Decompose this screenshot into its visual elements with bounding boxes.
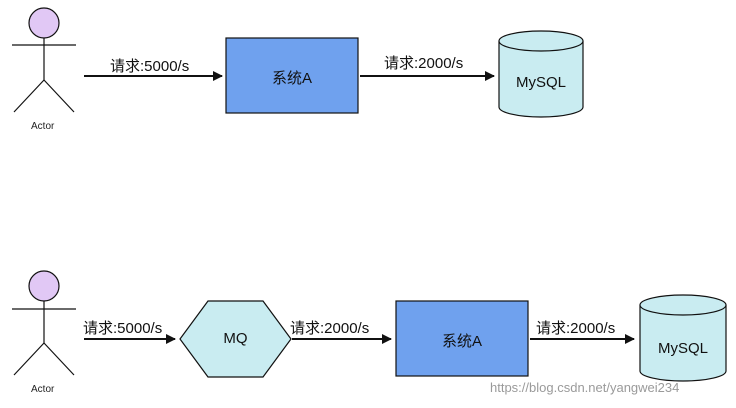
system-a-label-2: 系统A [441, 333, 482, 350]
actor-2 [12, 270, 76, 376]
mysql-label-2: MySQL [657, 340, 708, 357]
edge-1-label-row2: 请求:5000/s [83, 320, 163, 337]
mq-label: MQ [223, 330, 248, 347]
mq-hexagon [179, 300, 292, 378]
mysql-cylinder-2 [639, 294, 727, 382]
system-a-label-1: 系统A [271, 70, 312, 87]
mysql-label-1: MySQL [515, 74, 566, 91]
actor-2-label: Actor [31, 384, 55, 395]
edge-2-label-row2: 请求:2000/s [290, 320, 370, 337]
actor-1 [12, 7, 76, 113]
edge-1-label-row1: 请求:5000/s [110, 58, 190, 75]
system-a-box-1 [225, 37, 359, 114]
system-a-box-2 [395, 300, 529, 377]
actor-1-head [28, 7, 60, 39]
mysql-cylinder-1 [498, 30, 584, 118]
actor-1-label: Actor [31, 121, 55, 132]
edge-3-label-row2: 请求:2000/s [536, 320, 616, 337]
edge-2-label-row1: 请求:2000/s [384, 55, 464, 72]
actor-2-head [28, 270, 60, 302]
watermark: https://blog.csdn.net/yangwei234 [490, 380, 680, 395]
